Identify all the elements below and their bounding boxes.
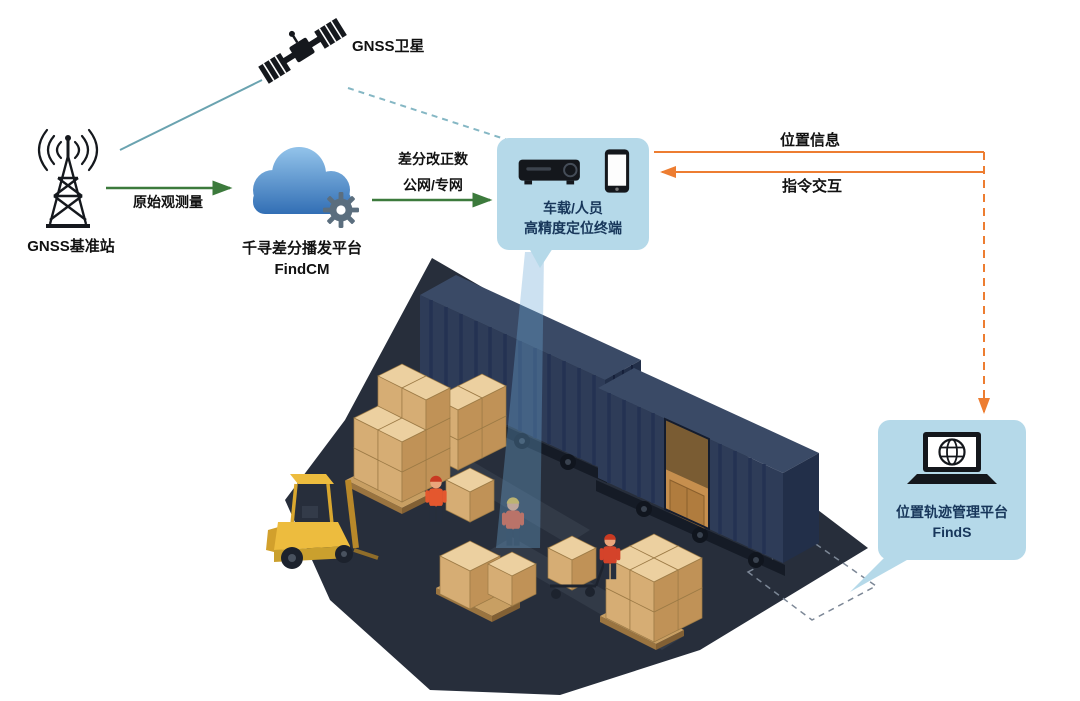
mgmt-bubble: 位置轨迹管理平台 FindS xyxy=(878,420,1026,560)
terminal-label-2: 高精度定位终端 xyxy=(524,220,622,237)
command-label: 指令交互 xyxy=(781,178,842,195)
mgmt-label-1: 位置轨迹管理平台 xyxy=(896,504,1008,520)
base-station-icon xyxy=(18,126,118,243)
gnss-satellite-icon xyxy=(252,6,352,95)
gnss-satellite-label: GNSS卫星 xyxy=(352,38,425,55)
cloud-platform-label: 千寻差分播发平台 FindCM xyxy=(222,238,382,280)
terminal-label-1: 车载/人员 xyxy=(543,200,603,216)
position-info-label: 位置信息 xyxy=(779,132,840,149)
worker-3 xyxy=(599,533,621,580)
cloud-platform-product: FindCM xyxy=(274,261,330,278)
edge-satellite-to-terminal xyxy=(347,87,515,143)
mgmt-label-2: FindS xyxy=(932,524,972,541)
forklift xyxy=(266,474,379,569)
cloud-platform-name: 千寻差分播发平台 xyxy=(241,240,362,257)
cloud-platform-icon xyxy=(237,136,367,237)
container-2 xyxy=(596,368,819,576)
laptop-globe-icon xyxy=(907,432,997,484)
correction-label-2: 公网/专网 xyxy=(403,177,463,193)
terminal-bubble: 车载/人员 高精度定位终端 xyxy=(497,138,649,250)
smartphone-icon xyxy=(604,149,630,193)
gear-icon xyxy=(323,192,359,228)
warehouse-illustration xyxy=(266,258,878,695)
base-station-label: GNSS基准站 xyxy=(27,238,115,255)
worker-1 xyxy=(425,475,447,523)
single-box xyxy=(445,467,495,523)
correction-label-1: 差分改正数 xyxy=(398,151,468,167)
worker-2 xyxy=(501,497,525,546)
container-open-door xyxy=(664,417,710,531)
raw-observation-label: 原始观测量 xyxy=(133,194,203,210)
receiver-icon xyxy=(518,159,580,185)
